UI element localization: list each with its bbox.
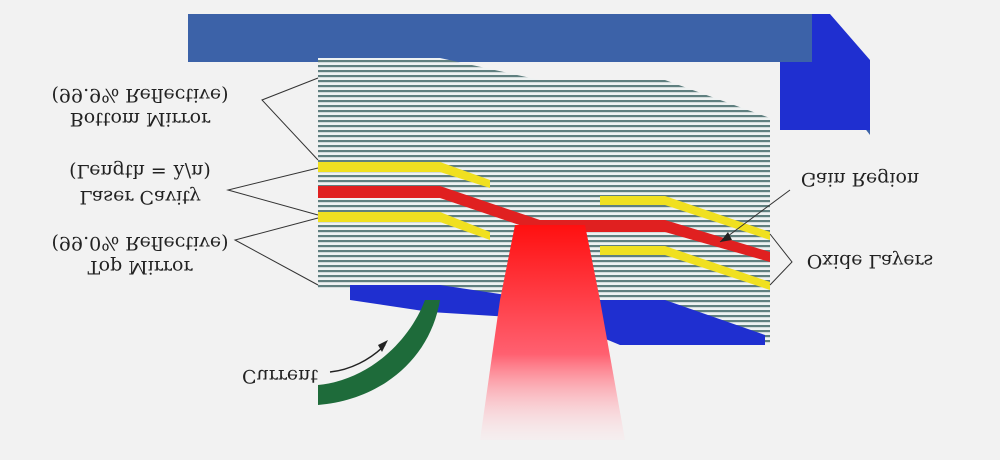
oxide-layer bbox=[600, 196, 770, 240]
top-mirror-label: Top Mirror bbox=[87, 256, 193, 278]
oxide-layer bbox=[600, 246, 770, 290]
top-mirror-reflectivity-label: (99.0% Reflective) bbox=[51, 232, 229, 254]
laser-beam bbox=[480, 225, 625, 440]
gain-region-label: Gain Region bbox=[800, 168, 920, 190]
leader-lines bbox=[226, 77, 793, 286]
current-arrow bbox=[318, 300, 440, 405]
laser-cavity-length-label: (Length = λ/n) bbox=[69, 160, 211, 182]
gain-region-layer bbox=[318, 186, 770, 262]
mirror-stack bbox=[318, 58, 770, 345]
oxide-layers-label: Oxide Layers bbox=[806, 250, 934, 272]
laser-cavity-label: Laser Cavity bbox=[79, 186, 201, 208]
oxide-layer bbox=[318, 212, 490, 240]
bottom-mirror-reflectivity-label: (99.9% Reflective) bbox=[51, 84, 229, 106]
bottom-mirror-label: Bottom Mirror bbox=[69, 108, 211, 130]
oxide-layer bbox=[318, 162, 490, 188]
current-label: Current bbox=[241, 365, 319, 387]
